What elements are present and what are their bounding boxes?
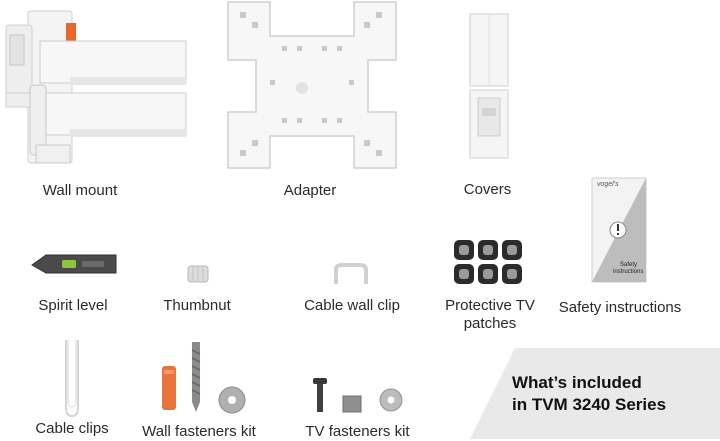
wall-mount-image (0, 5, 195, 173)
booklet-title-line1: Safety (620, 262, 638, 268)
covers-image (460, 12, 520, 162)
item-label-thumbnut: Thumbnut (163, 297, 231, 314)
tv-fasteners-kit-image (305, 376, 410, 416)
spirit-level-image (26, 251, 122, 279)
wall-fasteners-kit-image (150, 340, 260, 418)
booklet-brand: vogel's (597, 181, 619, 188)
included-banner (470, 348, 720, 439)
item-label-tv-fasteners-kit: TV fasteners kit (305, 423, 410, 440)
banner-title: What’s included in TVM 3240 Series (512, 372, 666, 416)
cable-clips-image (58, 338, 86, 418)
item-label-protective-tv-patches: Protective TV patches (445, 297, 535, 332)
item-label-cable-wall-clip: Cable wall clip (304, 297, 400, 314)
item-label-safety-instructions: Safety instructions (558, 299, 682, 316)
protective-tv-patches-image (452, 238, 524, 288)
adapter-image (222, 0, 402, 170)
booklet-title-line2: instructions (613, 269, 644, 275)
item-label-adapter: Adapter (283, 182, 337, 199)
thumbnut-image (186, 262, 210, 286)
cable-wall-clip-image (332, 262, 370, 288)
item-label-wall-fasteners-kit: Wall fasteners kit (142, 423, 256, 440)
safety-instructions-booklet (588, 176, 650, 284)
item-label-spirit-level: Spirit level (38, 297, 108, 314)
item-label-cable-clips: Cable clips (35, 420, 109, 437)
item-label-covers: Covers (463, 181, 512, 198)
banner-title-line1: What’s included (512, 373, 642, 392)
banner-title-line2: in TVM 3240 Series (512, 395, 667, 414)
item-label-wall-mount: Wall mount (42, 182, 118, 199)
